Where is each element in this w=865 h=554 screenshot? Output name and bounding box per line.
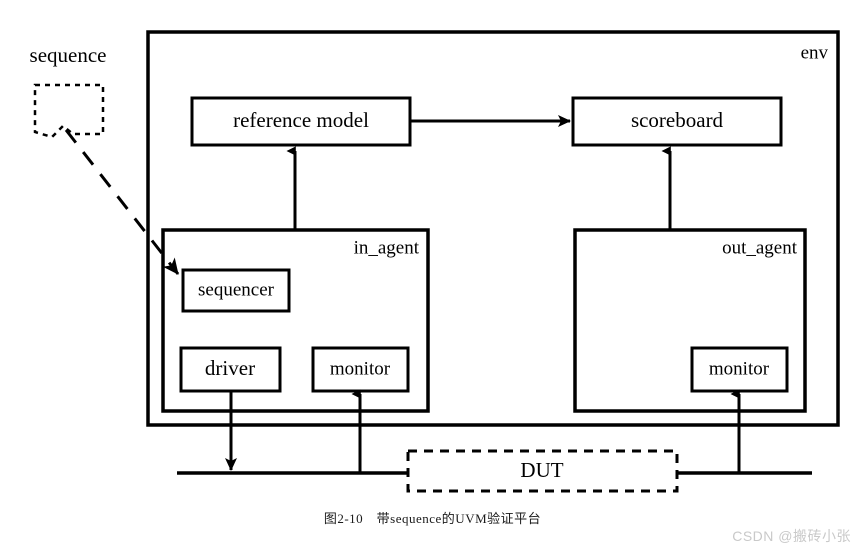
scoreboard-label: scoreboard — [631, 108, 724, 132]
dut-box — [406, 449, 679, 493]
env-container — [146, 30, 840, 427]
reference-model-label: reference model — [233, 108, 369, 132]
out-monitor-box — [690, 346, 789, 393]
out-agent-title: out_agent — [722, 237, 798, 258]
driver-label: driver — [205, 356, 255, 380]
scoreboard-box — [571, 96, 783, 147]
sequence-to-sequencer-connector — [64, 129, 180, 275]
in-monitor-label: monitor — [330, 358, 391, 379]
out-agent-container — [573, 228, 807, 413]
out-monitor-label: monitor — [709, 358, 770, 379]
dut-label: DUT — [520, 458, 563, 482]
in-agent-container — [161, 228, 430, 413]
sequencer-label: sequencer — [198, 279, 275, 300]
csdn-watermark: CSDN @搬砖小张 — [732, 528, 851, 544]
reference-model-box — [190, 96, 412, 147]
in-agent-title: in_agent — [354, 237, 420, 258]
figure-caption: 图2-10 带sequence的UVM验证平台 — [323, 511, 542, 526]
env-title: env — [801, 42, 829, 63]
sequencer-box — [181, 268, 291, 313]
sequence-label: sequence — [30, 43, 107, 67]
in-monitor-box — [311, 346, 410, 393]
sequence-bubble — [33, 83, 105, 139]
